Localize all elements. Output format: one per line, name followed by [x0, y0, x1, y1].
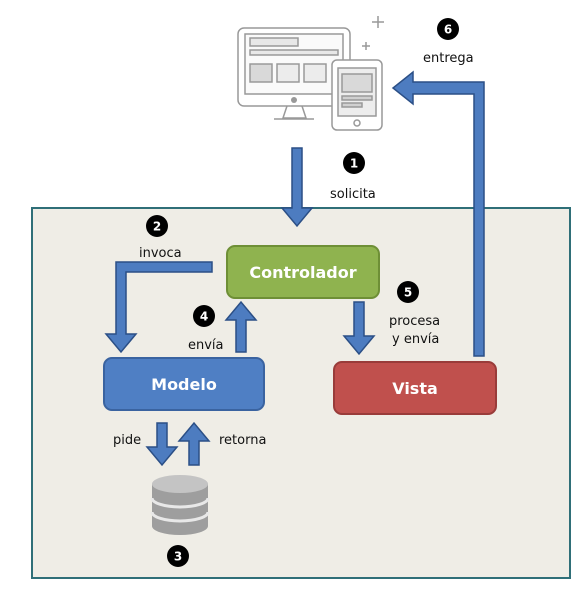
controller-node: Controlador	[226, 245, 380, 299]
arrow-step-5	[342, 301, 376, 356]
step-6-badge: 6	[437, 18, 459, 40]
database-icon	[150, 475, 210, 535]
svg-text:6: 6	[444, 23, 452, 37]
step-6-label: entrega	[423, 51, 474, 66]
step-3-badge: 3	[167, 545, 189, 567]
svg-text:4: 4	[200, 310, 208, 324]
model-node: Modelo	[103, 357, 265, 411]
svg-text:5: 5	[404, 286, 412, 300]
view-label: Vista	[392, 379, 438, 398]
step-5-badge: 5	[397, 281, 419, 303]
step-1-badge: 1	[343, 152, 365, 174]
step-2-label: invoca	[139, 246, 182, 261]
step-2-badge: 2	[146, 215, 168, 237]
step-1-label: solicita	[330, 187, 376, 202]
controller-label: Controlador	[249, 263, 356, 282]
svg-text:2: 2	[153, 220, 161, 234]
step-4-label: envía	[188, 338, 224, 353]
step-5-label-line2: y envía	[392, 332, 439, 347]
svg-text:3: 3	[174, 550, 182, 564]
arrow-pide	[145, 422, 179, 467]
model-label: Modelo	[151, 375, 217, 394]
arrow-retorna	[177, 421, 211, 466]
pide-label: pide	[113, 433, 141, 448]
arrow-step-2	[104, 261, 213, 354]
arrow-step-4	[224, 300, 258, 353]
retorna-label: retorna	[219, 433, 266, 448]
view-node: Vista	[333, 361, 497, 415]
svg-text:1: 1	[350, 157, 358, 171]
client-devices-icon	[237, 16, 384, 131]
arrow-step-1	[280, 147, 314, 228]
step-5-label-line1: procesa	[389, 314, 440, 329]
arrow-step-6	[391, 70, 485, 357]
step-4-badge: 4	[193, 305, 215, 327]
